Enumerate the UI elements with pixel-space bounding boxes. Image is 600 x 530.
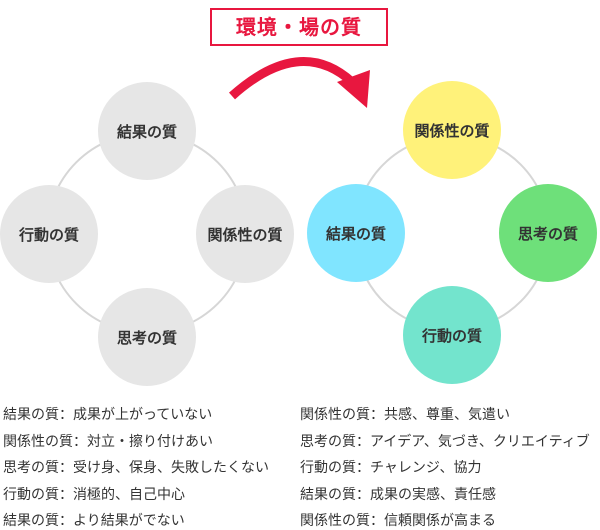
list-item: 結果の質：成果が上がっていない — [3, 407, 213, 423]
right-right-node: 思考の質 — [499, 184, 597, 282]
list-item: 関係性の質：対立・擦り付けあい — [3, 433, 213, 450]
list-item: 行動の質：消極的、自己中心 — [3, 486, 185, 503]
left-left-node: 行動の質 — [0, 185, 98, 283]
list-item: 思考の質：受け身、保身、失敗したくない — [3, 460, 269, 476]
list-item: 思考の質：アイデア、気づき、クリエイティブ — [300, 433, 590, 450]
environment-quality-title: 環境・場の質 — [210, 8, 388, 46]
list-item: 結果の質：成果の実感、責任感 — [300, 486, 496, 503]
right-left-node: 結果の質 — [307, 184, 405, 282]
right-bottom-node: 行動の質 — [403, 286, 501, 384]
list-item: 関係性の質：共感、尊重、気遣い — [300, 407, 510, 423]
left-right-node: 関係性の質 — [196, 185, 294, 283]
right-top-node: 関係性の質 — [403, 81, 501, 179]
left-bottom-node: 思考の質 — [98, 288, 196, 386]
list-item: 結果の質：より結果がでない — [3, 513, 185, 529]
left-top-node: 結果の質 — [98, 82, 196, 180]
negative-cycle-list: 結果の質：成果が上がっていない 関係性の質：対立・擦り付けあい 思考の質：受け身… — [3, 402, 269, 530]
curved-arrow-icon — [228, 57, 370, 108]
positive-cycle-list: 関係性の質：共感、尊重、気遣い 思考の質：アイデア、気づき、クリエイティブ 行動… — [300, 402, 590, 530]
list-item: 関係性の質：信頼関係が高まる — [300, 513, 496, 529]
list-item: 行動の質：チャレンジ、協力 — [300, 460, 482, 476]
